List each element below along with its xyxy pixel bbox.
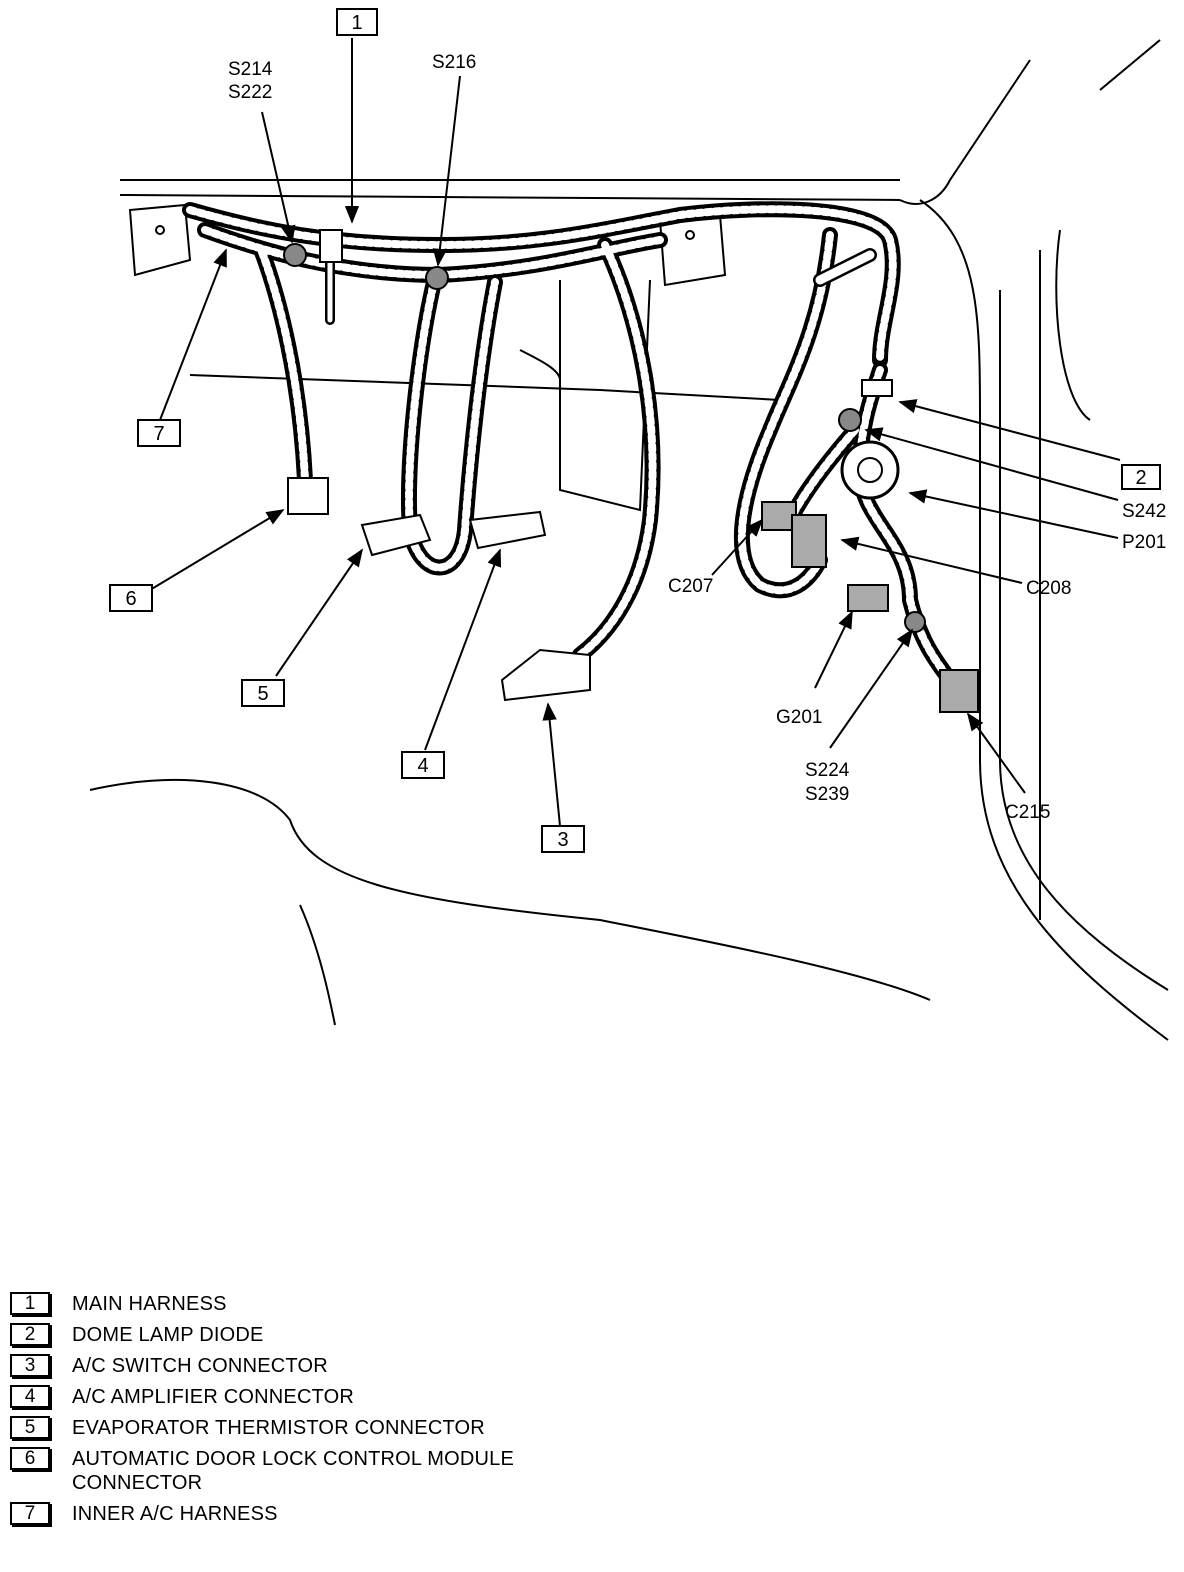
legend-text: EVAPORATOR THERMISTOR CONNECTOR (72, 1417, 485, 1439)
legend-text: A/C AMPLIFIER CONNECTOR (72, 1386, 355, 1408)
legend: 1 MAIN HARNESS 2 DOME LAMP DIODE 3 A/C S… (10, 1292, 710, 1533)
callout-6: 6 (109, 584, 153, 612)
legend-number: 7 (10, 1502, 50, 1525)
legend-text: DOME LAMP DIODE (72, 1324, 264, 1346)
svg-text:5: 5 (257, 683, 268, 705)
legend-item-3: 3 A/C SWITCH CONNECTOR (10, 1354, 710, 1378)
connector-c215 (939, 669, 979, 713)
connector-g201 (847, 584, 889, 612)
legend-text: A/C SWITCH CONNECTOR (72, 1355, 328, 1377)
label-s242: S242 (1122, 501, 1166, 522)
svg-text:6: 6 (125, 588, 136, 610)
harness-diagram: 1 2 3 4 5 6 7 S214 S222 S216 S242 P201 C… (89, 8, 1169, 1041)
legend-item-2: 2 DOME LAMP DIODE (10, 1323, 710, 1347)
label-c207: C207 (668, 576, 713, 597)
label-p201: P201 (1122, 532, 1166, 553)
label-c208: C208 (1026, 578, 1071, 599)
callout-7: 7 (137, 419, 181, 447)
legend-number: 5 (10, 1416, 50, 1439)
legend-number: 1 (10, 1292, 50, 1315)
label-c215: C215 (1005, 802, 1050, 823)
legend-item-1: 1 MAIN HARNESS (10, 1292, 710, 1316)
connector-c207 (761, 501, 797, 531)
svg-text:7: 7 (153, 423, 164, 445)
legend-text: MAIN HARNESS (72, 1293, 227, 1315)
label-s224: S224 (805, 760, 850, 781)
label-s214: S214 (228, 59, 273, 80)
callout-2: 2 (1121, 464, 1161, 490)
connector-4 (468, 510, 547, 550)
legend-number: 4 (10, 1385, 50, 1408)
connector-c208 (791, 514, 827, 568)
legend-item-4: 4 A/C AMPLIFIER CONNECTOR (10, 1385, 710, 1409)
callout-5: 5 (241, 679, 285, 707)
label-s222: S222 (228, 82, 272, 103)
legend-number: 6 (10, 1447, 50, 1470)
connector-6 (287, 477, 329, 515)
label-s239: S239 (805, 784, 849, 805)
label-s216: S216 (432, 52, 476, 73)
legend-number: 3 (10, 1354, 50, 1377)
brackets (128, 203, 727, 287)
connector-5 (360, 513, 432, 557)
label-g201: G201 (776, 707, 822, 728)
svg-text:4: 4 (417, 755, 428, 777)
callout-3: 3 (541, 825, 585, 853)
legend-item-5: 5 EVAPORATOR THERMISTOR CONNECTOR (10, 1416, 710, 1440)
svg-text:1: 1 (351, 12, 362, 34)
legend-number: 2 (10, 1323, 50, 1346)
legend-text: AUTOMATIC DOOR LOCK CONTROL MODULE CONNE… (72, 1448, 515, 1494)
callout-4: 4 (401, 751, 445, 779)
connectors (287, 477, 979, 713)
wire-harness (182, 201, 958, 688)
body-outline (89, 39, 1169, 1041)
svg-text:2: 2 (1135, 467, 1146, 489)
leader-arrows (149, 38, 1121, 827)
legend-item-6: 6 AUTOMATIC DOOR LOCK CONTROL MODULE CON… (10, 1447, 710, 1495)
svg-text:3: 3 (557, 829, 568, 851)
legend-text: INNER A/C HARNESS (72, 1503, 278, 1525)
callout-1: 1 (336, 8, 378, 36)
splices (283, 229, 926, 633)
legend-item-7: 7 INNER A/C HARNESS (10, 1502, 710, 1526)
connector-3 (500, 648, 591, 702)
